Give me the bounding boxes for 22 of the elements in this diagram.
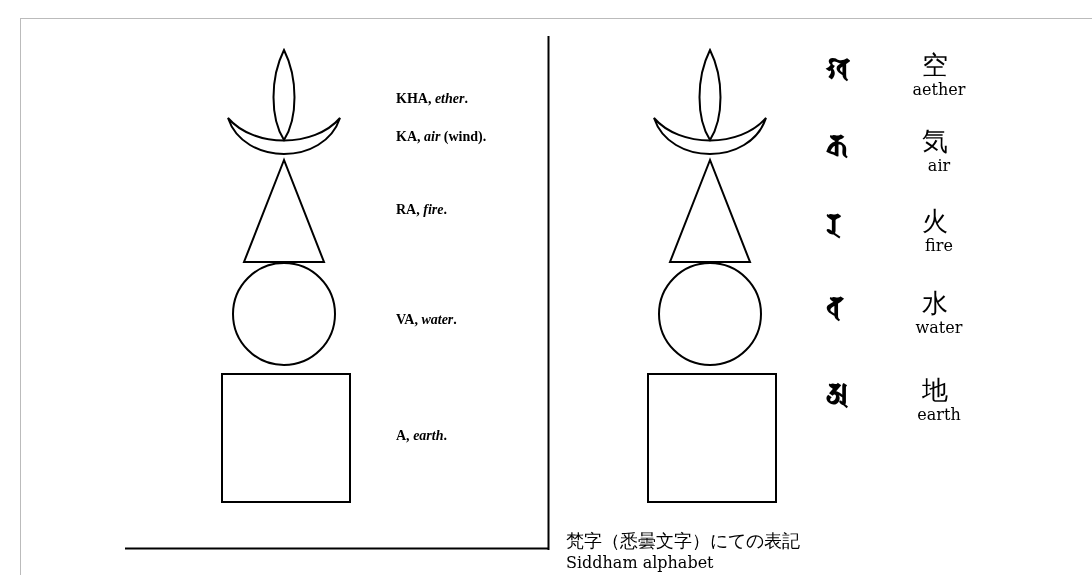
kanji-label: 地 [922,377,948,403]
kanji-label: 気 [922,128,948,154]
element-label: KA, air (wind). [396,128,487,146]
kanji-label: 火 [922,208,948,234]
siddham-letter: 𑖨 [826,210,841,240]
caption: 梵字（悉曇文字）にての表記 [566,532,800,550]
english-label: fire [924,238,954,254]
siddham-letter: 𑖀 [826,379,849,409]
kanji-label: 空 [922,52,948,78]
english-label: air [926,158,952,174]
english-label: water [914,320,964,336]
siddham-letter: 𑖏 [826,54,850,84]
english-label: aether [911,82,967,98]
siddham-letter: 𑖪 [826,292,844,322]
caption: Siddham alphabet [566,555,714,571]
english-label: earth [916,407,962,423]
element-label: RA, fire. [396,201,447,219]
element-label: KHA, ether. [396,90,468,108]
element-label: VA, water. [396,311,457,329]
siddham-letter: 𑖎 [826,130,848,160]
element-label: A, earth. [396,427,447,445]
kanji-label: 水 [922,290,948,316]
